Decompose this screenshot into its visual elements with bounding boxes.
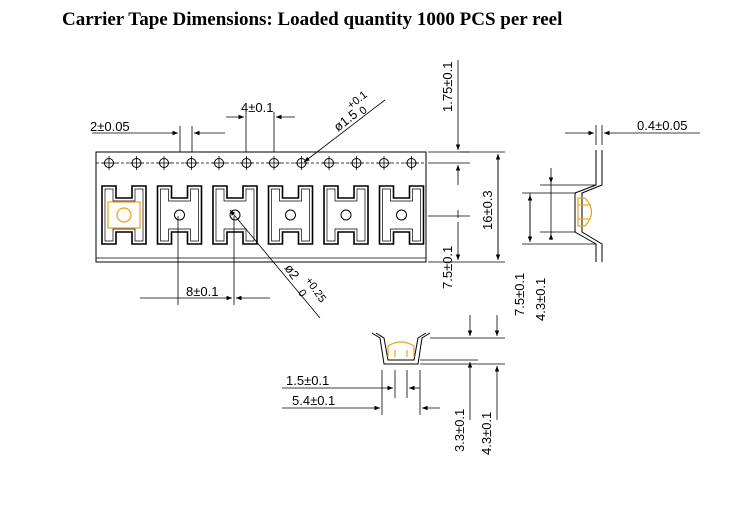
sprocket-holes xyxy=(102,156,419,170)
sprocket-hole xyxy=(212,156,226,170)
dim-pocket-hole-diameter: ø2 xyxy=(282,261,303,282)
dim-front-height: 3.3±0.1 xyxy=(452,409,467,452)
tape-outline xyxy=(95,151,427,263)
pocket xyxy=(378,185,425,245)
dim-pocket-row-offset: 7.5±0.1 xyxy=(440,246,455,289)
dim-sprocket-pitch: 4±0.1 xyxy=(241,100,273,115)
dim-side-width: 7.5±0.1 xyxy=(512,273,527,316)
pocket xyxy=(156,185,203,245)
component-top xyxy=(107,201,141,229)
sprocket-hole xyxy=(349,156,364,170)
sprocket-hole xyxy=(157,156,171,170)
component-pockets xyxy=(101,185,425,245)
pocket xyxy=(267,185,314,245)
pocket xyxy=(101,185,147,245)
sprocket-hole xyxy=(294,156,309,170)
dim-side-depth: 4.3±0.1 xyxy=(533,278,548,321)
tape-front-view: 1.5±0.1 5.4±0.1 3.3±0.1 4.3±0.1 xyxy=(282,315,505,455)
dim-inner-width: 1.5±0.1 xyxy=(286,373,329,388)
dim-tape-width: 16±0.3 xyxy=(480,190,495,230)
diagram-title: Carrier Tape Dimensions: Loaded quantity… xyxy=(62,9,563,30)
sprocket-hole xyxy=(322,156,336,170)
pocket xyxy=(212,185,258,245)
sprocket-hole xyxy=(267,156,281,170)
sprocket-hole xyxy=(184,156,199,170)
dim-tape-thickness: 0.4±0.05 xyxy=(637,118,688,133)
sprocket-hole xyxy=(129,156,144,170)
tape-side-view: 0.4±0.05 7.5±0.1 4.3±0.1 xyxy=(512,118,700,321)
dimension-lines xyxy=(92,60,505,319)
dim-hole-diameter-tol-minus: 0 xyxy=(357,104,369,117)
dim-hole-edge-offset: 2±0.05 xyxy=(90,119,130,134)
dim-front-depth: 4.3±0.1 xyxy=(479,412,494,455)
sprocket-hole xyxy=(404,156,419,170)
dim-pocket-pitch: 8±0.1 xyxy=(186,284,218,299)
tape-top-view xyxy=(95,151,427,263)
dim-hole-row-offset: 1.75±0.1 xyxy=(440,61,455,112)
sprocket-hole xyxy=(377,156,391,170)
sprocket-hole xyxy=(102,156,116,170)
dim-outer-width: 5.4±0.1 xyxy=(292,393,335,408)
dim-pocket-hole-tol-minus: 0 xyxy=(295,287,308,299)
pocket xyxy=(323,185,369,245)
sprocket-hole xyxy=(239,156,254,170)
